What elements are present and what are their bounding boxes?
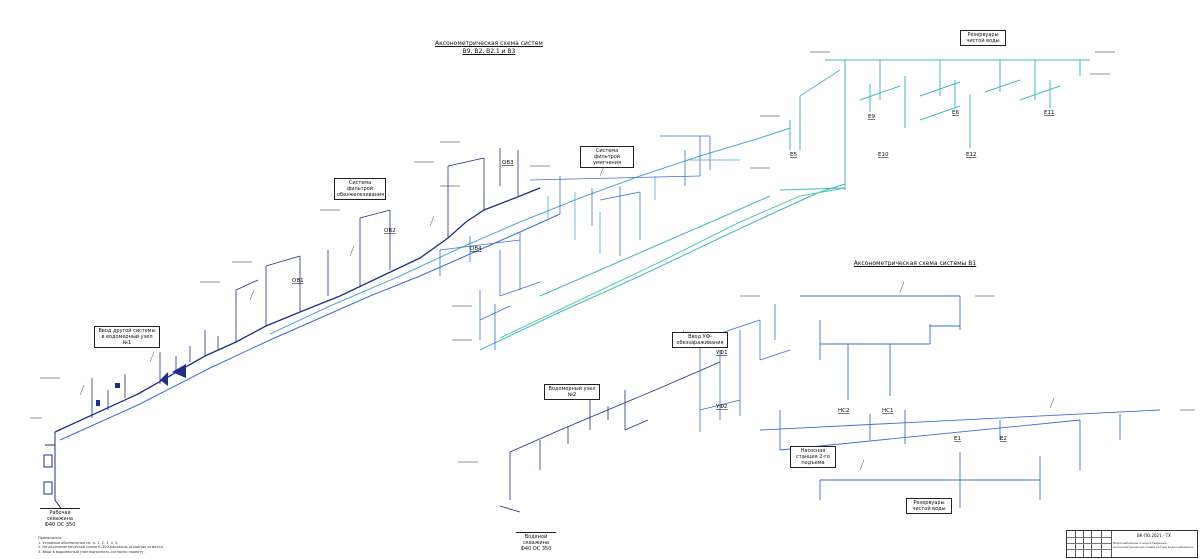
node-ticks bbox=[79, 165, 1055, 471]
filter-cluster-mid bbox=[439, 135, 711, 350]
eq-ov2: ОВ2 bbox=[384, 228, 396, 234]
stamp-code: ВК-ПО.2021 - ТХ bbox=[1137, 533, 1171, 538]
box-pump-station: Насосная станция 2-го подъема bbox=[790, 446, 836, 468]
trunk-b21 bbox=[269, 127, 791, 335]
notes-line-3: 3. Ввод в водомерный узел выполнить согл… bbox=[38, 549, 145, 554]
eq-ov3: ОВ3 bbox=[502, 160, 514, 166]
level-markers bbox=[40, 51, 1195, 463]
eq-e9: Е9 bbox=[868, 114, 875, 120]
filter-cluster-cyan bbox=[547, 159, 740, 254]
system-b1 bbox=[759, 295, 1161, 508]
notes: Примечания: 1. Условные обозначения см. … bbox=[38, 536, 164, 554]
trunk-b9 bbox=[54, 187, 541, 433]
box-reservoirs-top: Резервуары чистой воды bbox=[960, 30, 1006, 46]
title-b1: Аксонометрическая схема системы В1 bbox=[850, 260, 980, 268]
box-well-mid: Водяной скважина Ф40 ОС 350 bbox=[516, 532, 556, 553]
notes-heading: Примечания: bbox=[38, 536, 62, 540]
main-trunks bbox=[54, 127, 846, 441]
box-meter-node2: Водомерный узел №2 bbox=[544, 384, 600, 400]
eq-e10: Е10 bbox=[878, 152, 889, 158]
title-stamp: ВК-ПО.2021 - ТХ Водоснабжение и водоотве… bbox=[1066, 530, 1198, 558]
eq-e1: Е1 bbox=[954, 436, 961, 442]
eq-e2: Е2 bbox=[1000, 436, 1007, 442]
eq-e6: Е6 bbox=[952, 110, 959, 116]
eq-uf1: УФ1 bbox=[716, 350, 728, 356]
notes-line-2: 2. На аксонометрической схеме К-100 пока… bbox=[38, 545, 165, 549]
notes-line-1: 1. Условные обозначения см. л. 1, 2, 3, … bbox=[38, 540, 119, 545]
title-systems-main: Аксонометрическая схема систем bbox=[435, 40, 543, 47]
eq-e12: Е12 bbox=[966, 152, 976, 158]
eq-ns2: НС2 bbox=[838, 408, 849, 414]
meter-node2-blue bbox=[699, 304, 791, 432]
trunk-b3 bbox=[479, 183, 846, 351]
box-filter-wash: Система фильтрой обезжелезивания bbox=[334, 178, 386, 200]
eq-e11: Е11 bbox=[1044, 110, 1054, 116]
eq-uf2: УФ2 bbox=[716, 404, 728, 410]
box-well-left: Рабочая скважина Ф40 ОС 350 bbox=[40, 508, 80, 529]
box-uv-input: Ввод УФ-обеззараживания bbox=[672, 332, 728, 348]
title-systems-sub: В9, В2, В2.1 и В3 bbox=[462, 48, 516, 55]
title-systems: Аксонометрическая схема систем В9, В2, В… bbox=[424, 40, 554, 56]
eq-ov1: ОВ1 bbox=[292, 278, 304, 284]
box-input-node1: Ввод другой системы в водомерный узел №1 bbox=[94, 326, 160, 348]
box-filter-soft: Система фильтрой умягчения bbox=[580, 146, 634, 168]
trunk-b3b bbox=[499, 187, 846, 339]
trunk-b3c bbox=[539, 195, 771, 297]
stamp-description: Водоснабжение и водоотведение. Аксономет… bbox=[1113, 541, 1194, 549]
left-well-group bbox=[30, 417, 63, 511]
title-b1-main: Аксонометрическая схема системы В1 bbox=[853, 260, 977, 267]
reservoir-system-top bbox=[779, 59, 1090, 191]
trunk-branches bbox=[91, 148, 519, 418]
box-reservoirs-bottom: Резервуары чистой воды bbox=[906, 498, 952, 514]
eq-e5: Е5 bbox=[790, 152, 797, 158]
meter-node2-group bbox=[499, 361, 721, 513]
equipment-labels: ОВ1 ОВ2 ОВ3 ОВ4 УФ1 УФ2 НС1 НС2 Е1 Е2 Е5… bbox=[292, 110, 1054, 442]
eq-ns1: НС1 bbox=[882, 408, 893, 414]
eq-ov4: ОВ4 bbox=[470, 246, 482, 252]
pump-markers bbox=[96, 364, 186, 406]
